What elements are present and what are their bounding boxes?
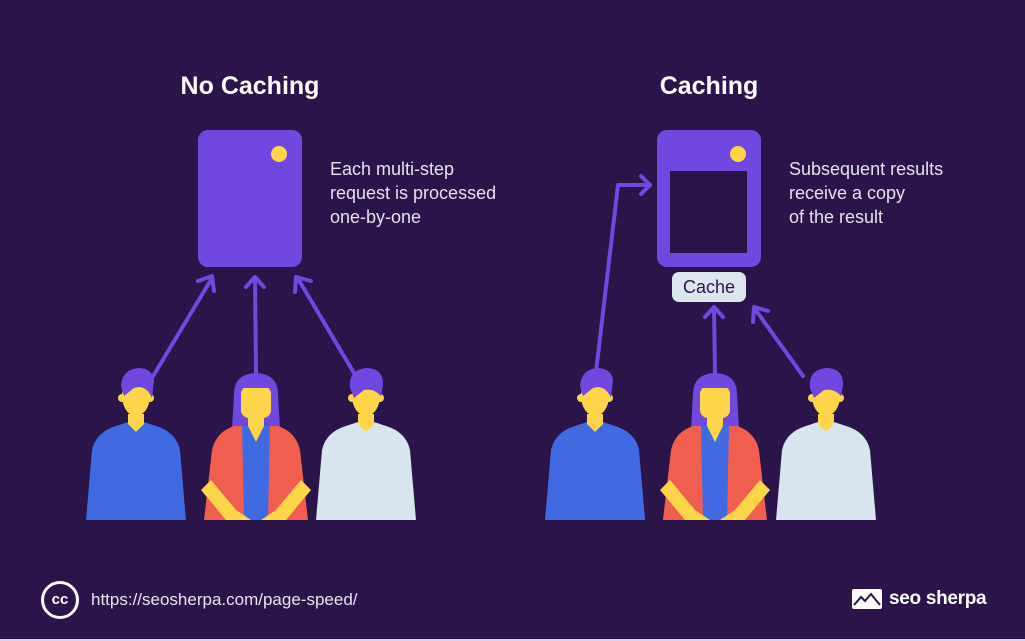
person-male-light xyxy=(776,368,876,520)
description-line: receive a copy xyxy=(789,183,906,203)
description-line: one-by-one xyxy=(330,207,422,227)
brand-logo[interactable]: seo sherpa xyxy=(852,588,987,610)
request-arrows-left xyxy=(150,274,359,380)
server-indicator-icon xyxy=(730,146,746,162)
mountain-logo-icon xyxy=(852,589,882,609)
caching-description: Subsequent results receive a copy of the… xyxy=(789,157,943,229)
server-indicator-icon xyxy=(271,146,287,162)
cache-label: Cache xyxy=(672,272,746,302)
person-male-blue xyxy=(545,368,645,520)
cc-icon: cc xyxy=(41,581,79,619)
server-no-cache xyxy=(198,130,302,267)
server-with-cache xyxy=(657,130,761,267)
bottom-divider xyxy=(0,639,1025,641)
description-line: Subsequent results xyxy=(789,159,944,179)
caching-title: Caching xyxy=(659,72,759,100)
person-female-red xyxy=(660,373,770,520)
request-arrows-right xyxy=(594,174,805,378)
description-line: Each multi-step xyxy=(330,159,455,179)
person-male-blue xyxy=(86,368,186,520)
description-line: of the result xyxy=(789,207,884,227)
person-male-light xyxy=(316,368,416,520)
description-line: request is processed xyxy=(330,183,497,203)
no-caching-description: Each multi-step request is processed one… xyxy=(330,157,496,229)
no-caching-title: No Caching xyxy=(180,72,320,100)
person-female-red xyxy=(201,373,311,520)
brand-name: seo sherpa xyxy=(889,588,987,609)
source-url[interactable]: https://seosherpa.com/page-speed/ xyxy=(91,590,358,609)
